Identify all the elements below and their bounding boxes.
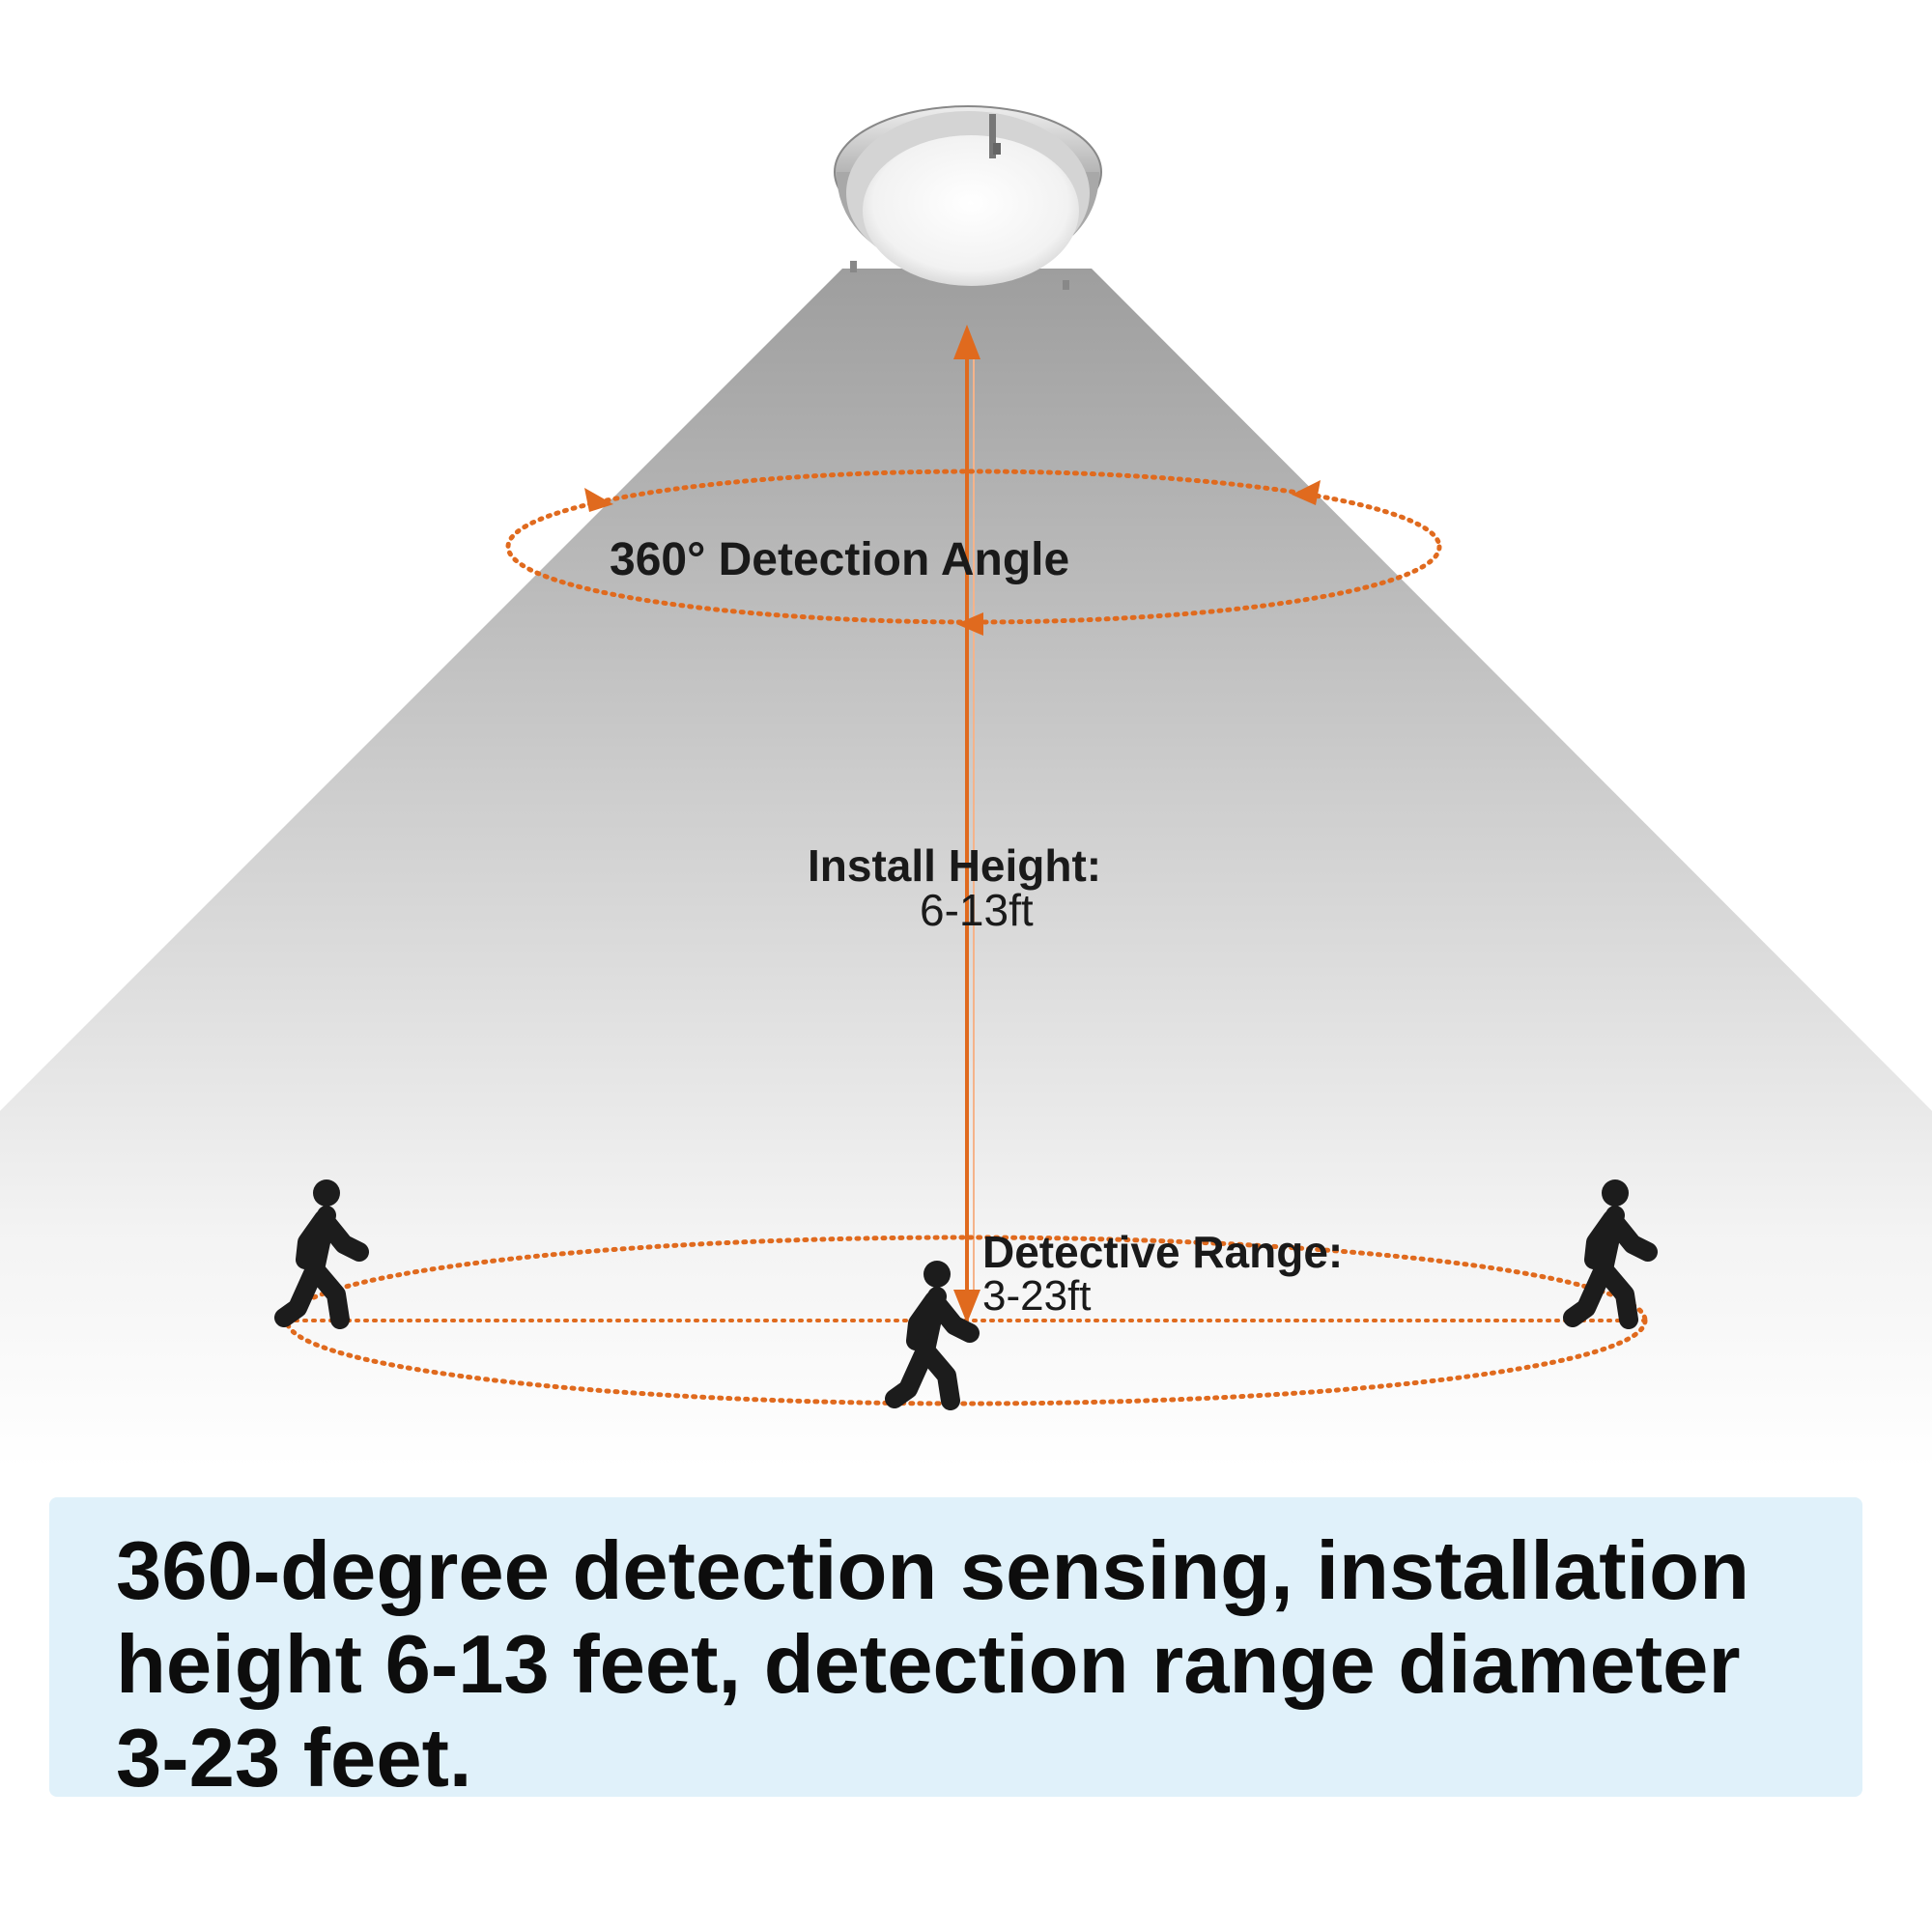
detection-angle-ring	[505, 469, 1442, 636]
detection-angle-label: 360° Detection Angle	[610, 534, 1069, 585]
detective-range-title: Detective Range:	[982, 1227, 1343, 1277]
install-height-title: Install Height:	[808, 840, 1101, 891]
detective-range-value: 3-23ft	[982, 1272, 1092, 1320]
caption-box: 360-degree detection sensing, installati…	[49, 1497, 1862, 1804]
arrow-right-icon	[584, 488, 613, 512]
caption-text: 360-degree detection sensing, installati…	[116, 1525, 1749, 1804]
install-height-arrow	[953, 325, 980, 1323]
install-height-value: 6-13ft	[920, 885, 1034, 935]
ceiling-light-icon	[834, 105, 1102, 290]
arrow-marker-icon	[956, 612, 983, 636]
arrow-left-icon	[1292, 480, 1321, 505]
